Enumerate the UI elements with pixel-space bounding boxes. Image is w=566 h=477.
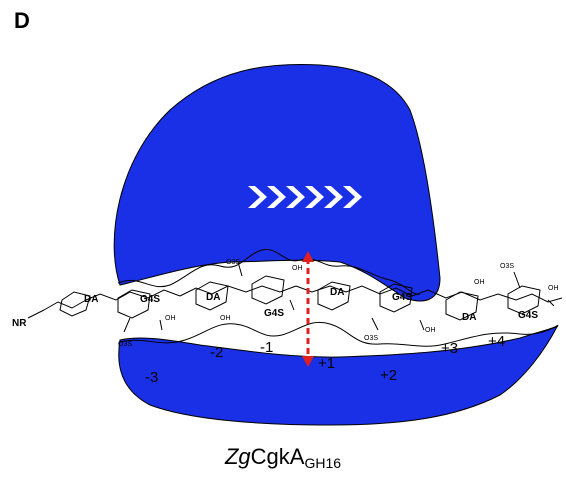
sulfate-label: O3S — [364, 335, 378, 342]
nr-end-label: NR — [12, 318, 27, 329]
enzyme-top-domain — [113, 63, 441, 302]
subsite-label: +2 — [380, 367, 397, 384]
cleft-upper-edge — [117, 248, 421, 295]
chevron-icon — [343, 186, 362, 208]
chevron-icon — [248, 186, 267, 208]
hydroxyl-label: OH — [292, 265, 303, 272]
sugar-label: DA — [84, 294, 98, 305]
sugar-unit-labels: DA G4S DA G4S DA G4S DA G4S — [84, 287, 538, 323]
substrate-chain — [27, 261, 563, 333]
enzyme-name-caption: ZgCgkAGH16 — [0, 444, 566, 471]
enzyme-family-subscript: GH16 — [304, 455, 342, 471]
subsite-labels: -3 -2 -1 +1 +2 +3 +4 — [145, 333, 505, 386]
subsite-label: +4 — [488, 333, 505, 350]
chevron-icon — [324, 186, 343, 208]
atom-labels: O3S O3S O3S O3S OH OH OH OH OH OH — [118, 259, 559, 348]
cleavage-arrowhead-up-icon — [302, 251, 314, 262]
subsite-label: -2 — [210, 344, 223, 361]
subsite-label: +3 — [441, 340, 458, 357]
chevron-icon — [267, 186, 286, 208]
chevron-icon — [305, 186, 324, 208]
subsite-label: -1 — [260, 339, 273, 356]
sugar-label: DA — [462, 312, 476, 323]
sulfate-label: O3S — [118, 341, 132, 348]
sugar-label: DA — [330, 287, 344, 298]
sulfate-label: O3S — [226, 259, 240, 266]
direction-arrow-icon — [248, 186, 362, 208]
subsite-label: -3 — [145, 369, 158, 386]
sugar-label: G4S — [264, 308, 284, 319]
sugar-label: G4S — [518, 310, 538, 321]
chevron-icon — [286, 186, 305, 208]
sugar-label: G4S — [392, 292, 412, 303]
hydroxyl-label: OH — [548, 285, 559, 292]
cleft-lower-edge — [119, 321, 559, 347]
subsite-label: +1 — [318, 355, 335, 372]
hydroxyl-label: OH — [220, 315, 231, 322]
cleavage-arrowhead-down-icon — [302, 356, 314, 367]
panel-letter: D — [14, 8, 30, 33]
enzyme-bottom-domain — [118, 324, 559, 426]
hydroxyl-label: OH — [165, 315, 176, 322]
sugar-label: G4S — [140, 294, 160, 305]
hydroxyl-label: OH — [425, 327, 436, 334]
enzyme-name-main: CgkA — [250, 444, 305, 469]
hydroxyl-label: OH — [474, 279, 485, 286]
enzyme-name-italic: Zg — [224, 444, 251, 469]
sulfate-label: O3S — [500, 263, 514, 270]
sugar-label: DA — [206, 292, 220, 303]
